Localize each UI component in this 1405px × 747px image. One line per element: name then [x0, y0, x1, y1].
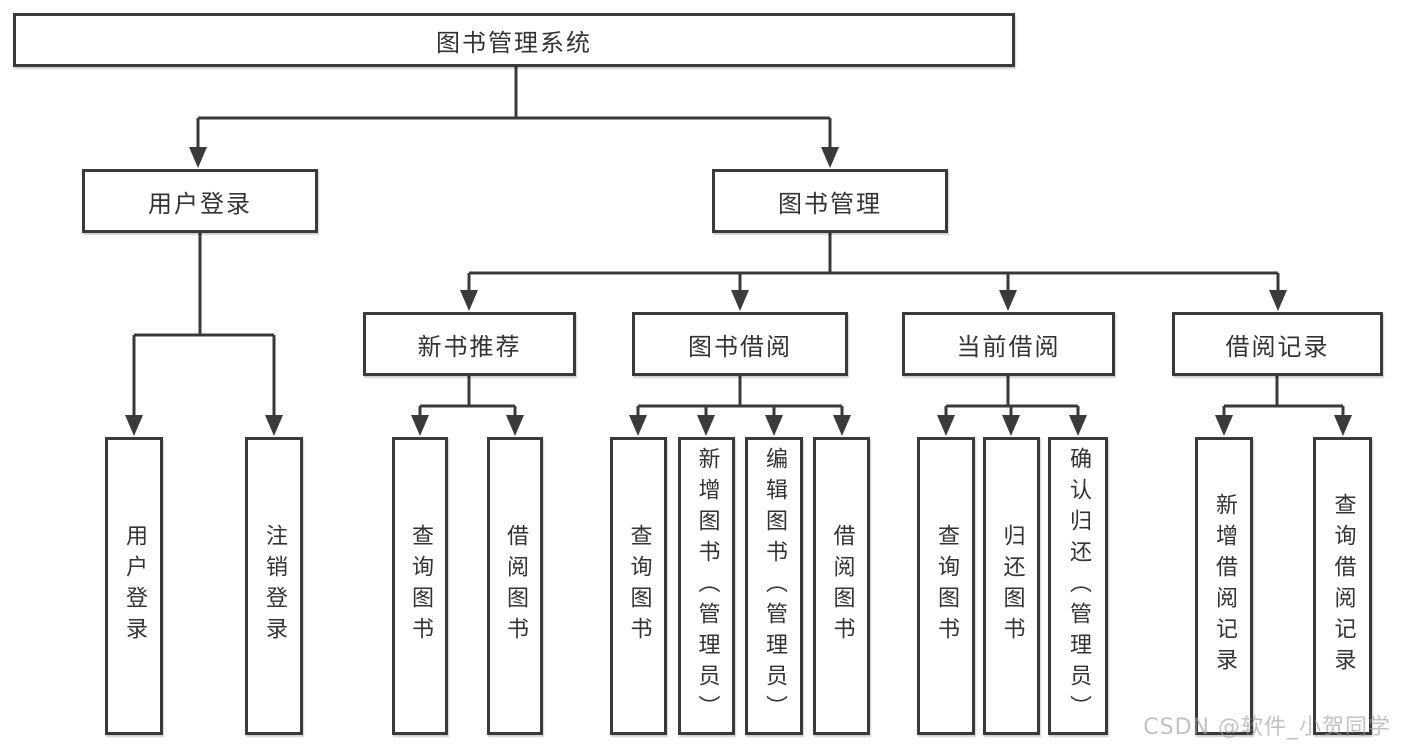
- node-leaf-borrow-books-borrowing: 借阅图书: [813, 437, 870, 735]
- node-leaf-query-books-borrowing: 查询图书: [610, 437, 667, 735]
- node-leaf-query-books-current: 查询图书: [917, 437, 975, 735]
- node-label: 用户登录: [148, 189, 252, 218]
- node-leaf-edit-books-admin: 编辑图书（管理员）: [745, 437, 803, 735]
- node-label: 图书管理: [778, 189, 882, 218]
- node-leaf-query-books-recommend: 查询图书: [392, 437, 448, 735]
- node-borrowing-records: 借阅记录: [1172, 312, 1383, 376]
- node-label: 借阅图书: [829, 524, 855, 648]
- node-label: 图书管理系统: [436, 28, 592, 57]
- csdn-watermark: CSDN @软件_小贺同学: [1143, 715, 1391, 740]
- node-label: 新书推荐: [417, 332, 522, 361]
- node-label: 查询借阅记录: [1330, 493, 1356, 679]
- node-leaf-query-borrow-record: 查询借阅记录: [1313, 437, 1372, 735]
- node-library-management-system: 图书管理系统: [13, 13, 1015, 67]
- node-leaf-add-borrow-record: 新增借阅记录: [1195, 437, 1253, 735]
- node-label: 查询图书: [934, 524, 959, 648]
- connector-paths: [132, 66, 1345, 419]
- node-label: 归还图书: [999, 524, 1025, 648]
- node-label: 查询图书: [626, 524, 652, 648]
- node-leaf-logout: 注销登录: [245, 437, 303, 735]
- node-leaf-user-login: 用户登录: [105, 437, 163, 735]
- node-label: 查询图书: [408, 524, 433, 648]
- node-label: 注销登录: [262, 524, 287, 648]
- node-leaf-borrow-books-recommend: 借阅图书: [487, 437, 543, 735]
- node-label: 确认归还（管理员）: [1066, 446, 1091, 726]
- arrowheads: [125, 147, 1352, 436]
- node-book-borrowing: 图书借阅: [632, 312, 848, 376]
- node-new-book-recommend: 新书推荐: [363, 312, 576, 376]
- node-label: 编辑图书（管理员）: [762, 446, 787, 726]
- node-book-management: 图书管理: [712, 169, 948, 233]
- node-user-login: 用户登录: [82, 169, 318, 233]
- node-leaf-return-books: 归还图书: [983, 437, 1040, 735]
- node-leaf-add-books-admin: 新增图书（管理员）: [678, 437, 735, 735]
- node-label: 用户登录: [122, 524, 147, 648]
- node-label: 新增图书（管理员）: [694, 446, 720, 726]
- node-leaf-confirm-return-admin: 确认归还（管理员）: [1048, 437, 1108, 735]
- node-label: 当前借阅: [956, 332, 1061, 361]
- node-current-borrowing: 当前借阅: [902, 312, 1115, 376]
- node-label: 借阅图书: [503, 524, 528, 648]
- node-label: 新增借阅记录: [1212, 493, 1237, 679]
- node-label: 借阅记录: [1225, 332, 1330, 361]
- node-label: 图书借阅: [688, 332, 792, 361]
